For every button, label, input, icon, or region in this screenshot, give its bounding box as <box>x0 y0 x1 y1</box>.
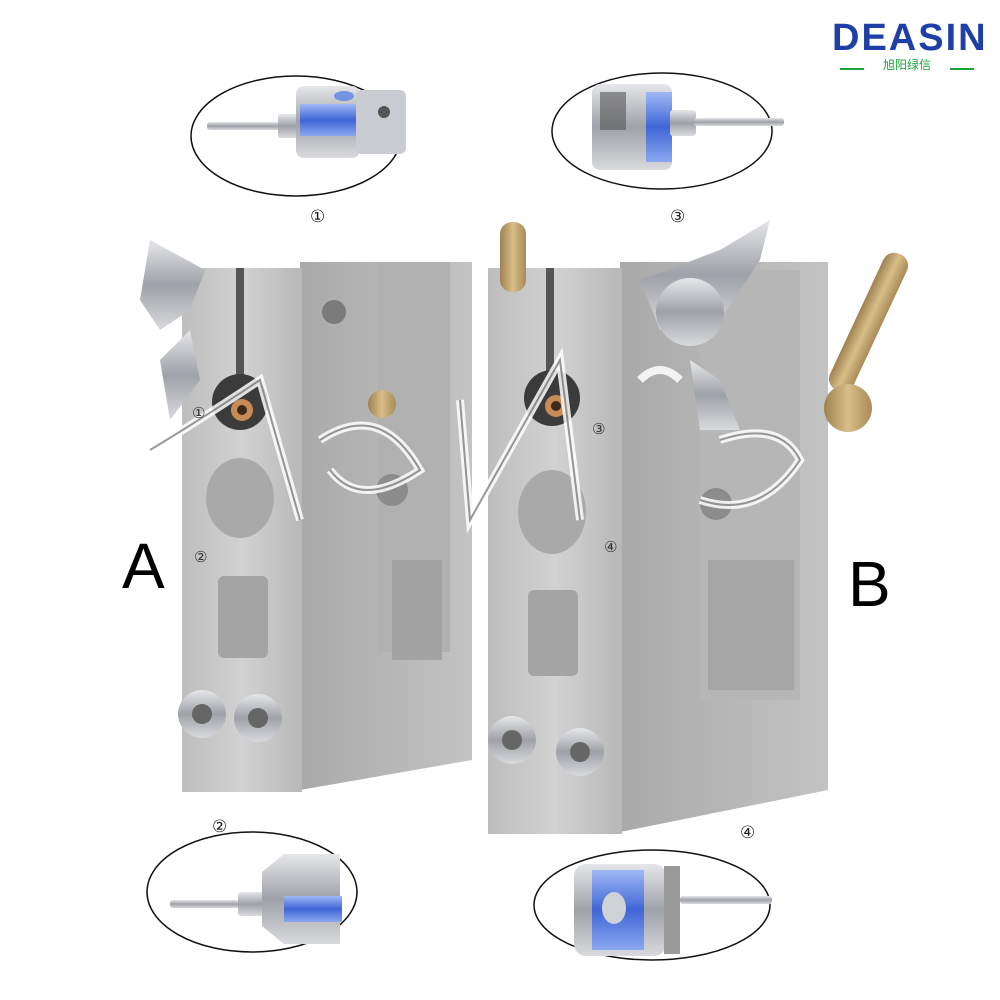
callout-bottom-left <box>146 831 358 953</box>
callout-top-left <box>190 75 406 197</box>
label-bottom-right-number: ④ <box>740 823 756 843</box>
label-top-right-number: ③ <box>670 207 686 227</box>
brand-line-right <box>950 68 974 70</box>
block-b-hole-2-label: ④ <box>604 538 618 556</box>
label-bottom-left-number: ② <box>212 817 228 837</box>
brand-subtitle: 旭阳绿信 <box>882 58 931 72</box>
brand-logo: DEASIN 旭阳绿信 <box>832 16 988 72</box>
block-b <box>488 220 909 834</box>
block-b-hole-1-label: ③ <box>592 420 606 438</box>
block-a-letter: A <box>122 530 165 602</box>
callout-top-right <box>551 72 784 190</box>
label-top-left-number: ① <box>310 207 326 227</box>
brand-line-left <box>840 68 864 70</box>
block-b-letter: B <box>848 548 891 620</box>
callout-bottom-right <box>533 849 772 961</box>
brand-name: DEASIN <box>832 17 988 59</box>
block-a <box>140 240 472 792</box>
block-a-hole-1-label: ① <box>192 404 206 422</box>
block-a-hole-2-label: ② <box>194 548 208 566</box>
